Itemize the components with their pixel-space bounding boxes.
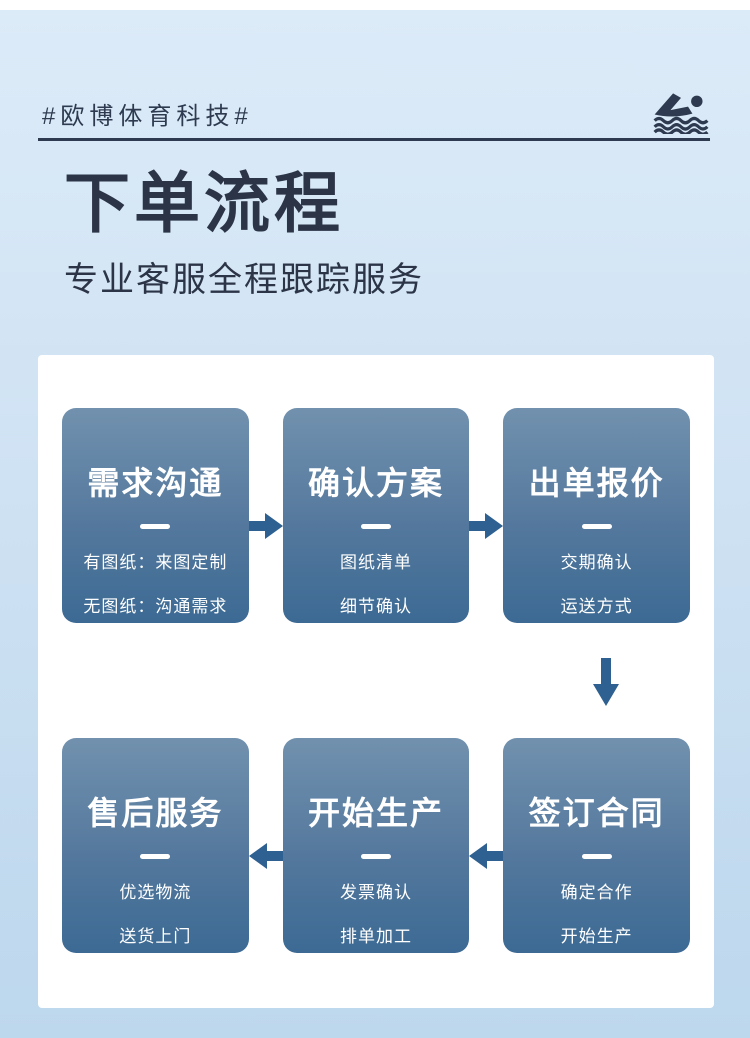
flow-row-connector xyxy=(62,623,690,738)
step-note: 运送方式 xyxy=(560,597,633,616)
arrow-down-icon xyxy=(593,658,619,706)
step-note: 开始生产 xyxy=(560,927,633,946)
step-note: 送货上门 xyxy=(119,927,192,946)
step-title: 开始生产 xyxy=(308,795,445,831)
step-title: 确认方案 xyxy=(308,465,445,501)
header: #欧博体育科技# xyxy=(0,10,750,134)
divider-dash xyxy=(581,854,612,859)
arrow-right-icon xyxy=(469,513,504,539)
step-title: 售后服务 xyxy=(87,795,224,831)
hero-section: 下单流程 专业客服全程跟踪服务 xyxy=(0,167,750,301)
flow-step-card-4: 签订合同 确定合作 开始生产 xyxy=(503,738,691,953)
divider-dash xyxy=(361,524,391,529)
arrow-left-icon xyxy=(248,843,283,869)
step-note: 有图纸：来图定制 xyxy=(83,553,228,572)
divider-dash xyxy=(361,854,391,859)
step-note: 细节确认 xyxy=(340,597,412,616)
divider-dash xyxy=(140,854,171,859)
page-subtitle: 专业客服全程跟踪服务 xyxy=(64,260,424,299)
flow-step-card-1: 需求沟通 有图纸：来图定制 无图纸：沟通需求 xyxy=(62,408,249,623)
divider-dash xyxy=(140,524,171,529)
flow-panel: 需求沟通 有图纸：来图定制 无图纸：沟通需求 确认方案 图纸清单 细节确认 xyxy=(38,355,714,1008)
step-note: 排单加工 xyxy=(340,927,412,946)
step-note: 发票确认 xyxy=(340,883,412,902)
brand-hashtag-text: #欧博体育科技# xyxy=(42,103,253,131)
header-divider xyxy=(38,138,710,141)
page-background: #欧博体育科技# 下单流程 专业客服全程跟踪服务 需求沟通 xyxy=(0,10,750,1038)
flow-step-card-6: 售后服务 优选物流 送货上门 xyxy=(62,738,249,953)
flow-step-card-2: 确认方案 图纸清单 细节确认 xyxy=(282,408,470,623)
step-title: 需求沟通 xyxy=(87,465,224,501)
step-note: 确定合作 xyxy=(560,883,633,902)
step-note: 交期确认 xyxy=(560,553,633,572)
swimmer-icon xyxy=(652,88,710,134)
step-note: 图纸清单 xyxy=(340,553,412,572)
page-title: 下单流程 xyxy=(64,166,344,240)
arrow-left-icon xyxy=(469,843,504,869)
flow-row-top: 需求沟通 有图纸：来图定制 无图纸：沟通需求 确认方案 图纸清单 细节确认 xyxy=(62,408,691,623)
flow-row-bottom: 售后服务 优选物流 送货上门 开始生产 发票确认 排单加工 xyxy=(62,738,691,953)
step-title: 出单报价 xyxy=(528,465,665,501)
divider-dash xyxy=(581,524,612,529)
arrow-right-icon xyxy=(248,513,283,539)
step-note: 无图纸：沟通需求 xyxy=(83,597,228,616)
flow-step-card-5: 开始生产 发票确认 排单加工 xyxy=(282,738,470,953)
flow-step-card-3: 出单报价 交期确认 运送方式 xyxy=(503,408,691,623)
step-title: 签订合同 xyxy=(528,795,665,831)
step-note: 优选物流 xyxy=(119,883,192,902)
